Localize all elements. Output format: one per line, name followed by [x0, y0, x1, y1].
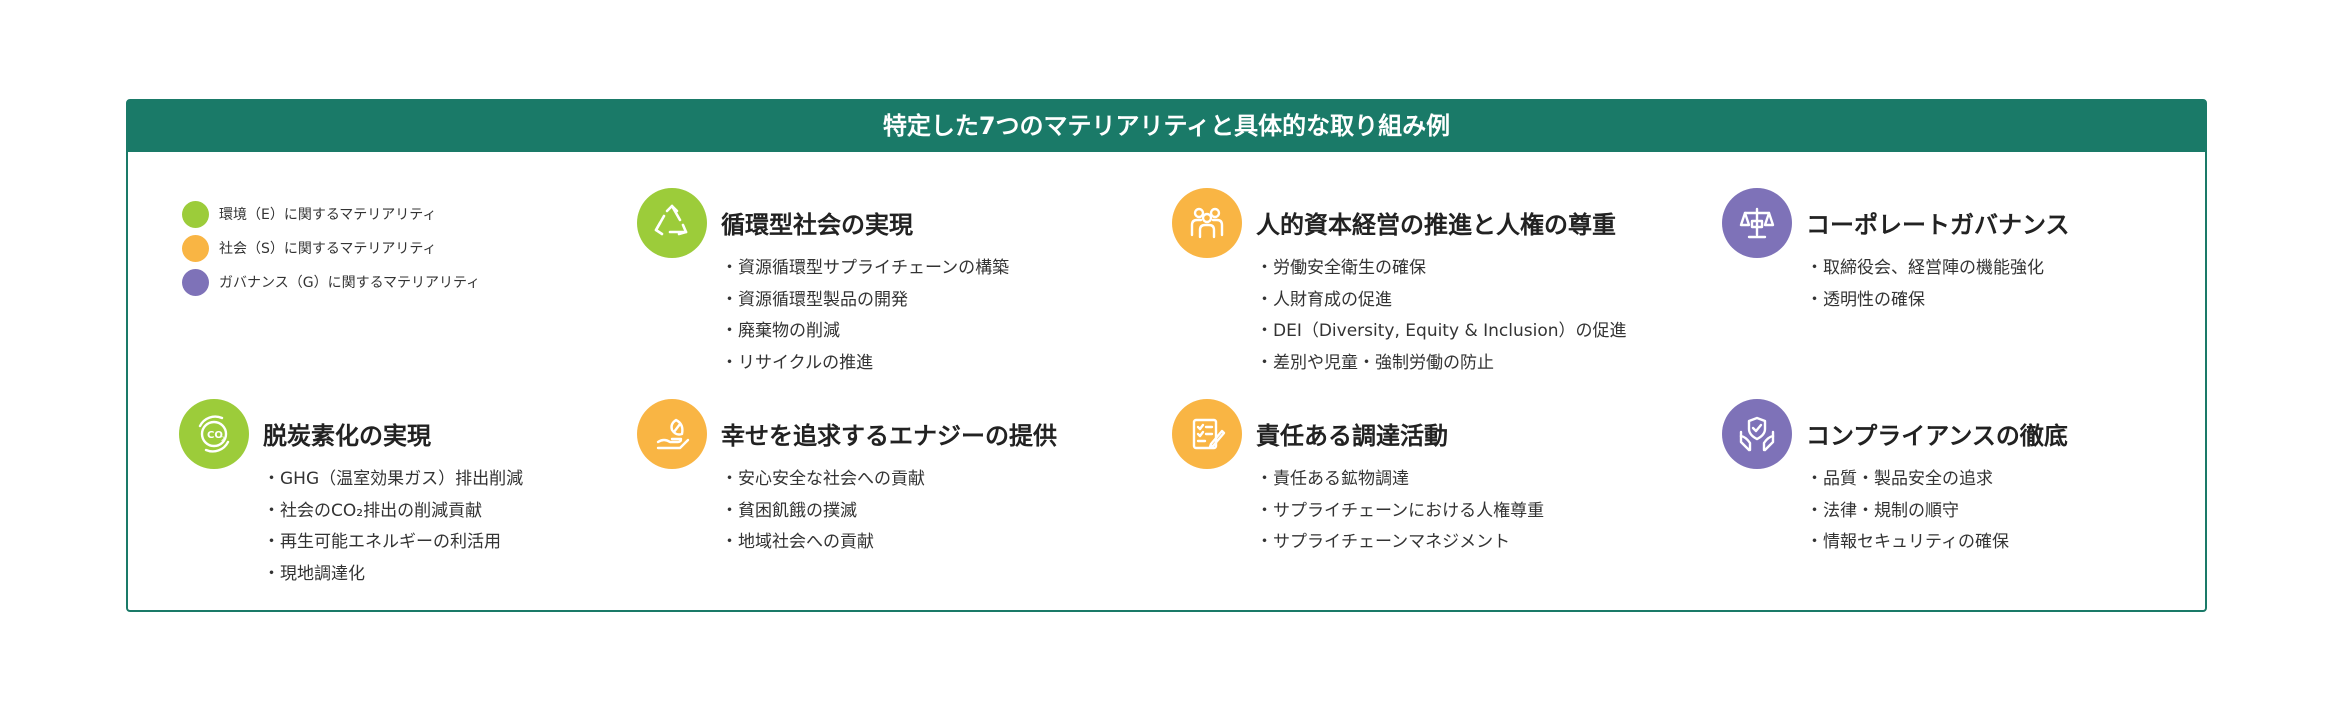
initiative-item: 差別や児童・強制労働の防止 — [1256, 348, 1627, 380]
initiative-list: 資源循環型サプライチェーンの構築 資源循環型製品の開発 廃棄物の削減 リサイクル… — [721, 253, 1009, 379]
energy-hand-icon — [637, 399, 707, 469]
initiative-item: 責任ある鉱物調達 — [1256, 464, 1544, 496]
legend-label: 環境（E）に関するマテリアリティ — [219, 207, 437, 223]
legend-item-environment: 環境（E）に関するマテリアリティ — [182, 197, 480, 231]
orange-dot-icon — [182, 234, 209, 262]
initiative-item: 廃棄物の削減 — [721, 316, 1009, 348]
initiative-item: 再生可能エネルギーの利活用 — [263, 527, 523, 559]
initiative-item: 取締役会、経営陣の機能強化 — [1806, 253, 2044, 285]
initiative-list: 品質・製品安全の追求 法律・規制の順守 情報セキュリティの確保 — [1806, 464, 2009, 559]
initiative-item: 現地調達化 — [263, 559, 523, 591]
initiative-item: 貧困飢餓の撲滅 — [721, 496, 925, 528]
initiative-list: 労働安全衛生の確保 人財育成の促進 DEI（Diversity, Equity … — [1256, 253, 1627, 379]
initiative-item: 法律・規制の順守 — [1806, 496, 2009, 528]
shield-hands-icon — [1722, 399, 1792, 469]
initiative-item: DEI（Diversity, Equity & Inclusion）の促進 — [1256, 316, 1627, 348]
materiality-title: 脱炭素化の実現 — [263, 422, 431, 450]
initiative-item: サプライチェーンマネジメント — [1256, 527, 1544, 559]
legend-label: 社会（S）に関するマテリアリティ — [219, 241, 437, 257]
legend-item-governance: ガバナンス（G）に関するマテリアリティ — [182, 265, 480, 299]
materiality-panel: 特定した7つのマテリアリティと具体的な取り組み例 環境（E）に関するマテリアリテ… — [126, 99, 2207, 612]
initiative-list: 取締役会、経営陣の機能強化 透明性の確保 — [1806, 253, 2044, 316]
initiative-item: 安心安全な社会への貢献 — [721, 464, 925, 496]
initiative-item: 資源循環型製品の開発 — [721, 285, 1009, 317]
initiative-item: 透明性の確保 — [1806, 285, 2044, 317]
co2-icon: CO 2 — [179, 399, 249, 469]
panel-title: 特定した7つのマテリアリティと具体的な取り組み例 — [128, 101, 2205, 152]
scales-icon — [1722, 188, 1792, 258]
initiative-list: 安心安全な社会への貢献 貧困飢餓の撲滅 地域社会への貢献 — [721, 464, 925, 559]
svg-text:CO: CO — [207, 430, 223, 441]
initiative-item: 労働安全衛生の確保 — [1256, 253, 1627, 285]
initiative-list: 責任ある鉱物調達 サプライチェーンにおける人権尊重 サプライチェーンマネジメント — [1256, 464, 1544, 559]
checklist-icon — [1172, 399, 1242, 469]
initiative-item: 資源循環型サプライチェーンの構築 — [721, 253, 1009, 285]
svg-text:2: 2 — [221, 436, 225, 443]
initiative-item: サプライチェーンにおける人権尊重 — [1256, 496, 1544, 528]
materiality-title: コーポレートガバナンス — [1806, 211, 2070, 239]
initiative-item: 人財育成の促進 — [1256, 285, 1627, 317]
initiative-item: 情報セキュリティの確保 — [1806, 527, 2009, 559]
people-icon — [1172, 188, 1242, 258]
legend-label: ガバナンス（G）に関するマテリアリティ — [219, 275, 481, 291]
materiality-title: 人的資本経営の推進と人権の尊重 — [1256, 211, 1616, 239]
initiative-item: リサイクルの推進 — [721, 348, 1009, 380]
legend: 環境（E）に関するマテリアリティ 社会（S）に関するマテリアリティ ガバナンス（… — [182, 197, 480, 299]
legend-item-social: 社会（S）に関するマテリアリティ — [182, 231, 480, 265]
initiative-item: 地域社会への貢献 — [721, 527, 925, 559]
initiative-item: 社会のCO₂排出の削減貢献 — [263, 496, 523, 528]
materiality-title: 循環型社会の実現 — [721, 211, 913, 239]
green-dot-icon — [182, 200, 209, 228]
purple-dot-icon — [182, 268, 209, 296]
materiality-title: 責任ある調達活動 — [1256, 422, 1448, 450]
initiative-item: GHG（温室効果ガス）排出削減 — [263, 464, 523, 496]
materiality-title: 幸せを追求するエナジーの提供 — [721, 422, 1057, 450]
recycle-icon — [637, 188, 707, 258]
materiality-title: コンプライアンスの徹底 — [1806, 422, 2068, 450]
initiative-item: 品質・製品安全の追求 — [1806, 464, 2009, 496]
initiative-list: GHG（温室効果ガス）排出削減 社会のCO₂排出の削減貢献 再生可能エネルギーの… — [263, 464, 523, 590]
